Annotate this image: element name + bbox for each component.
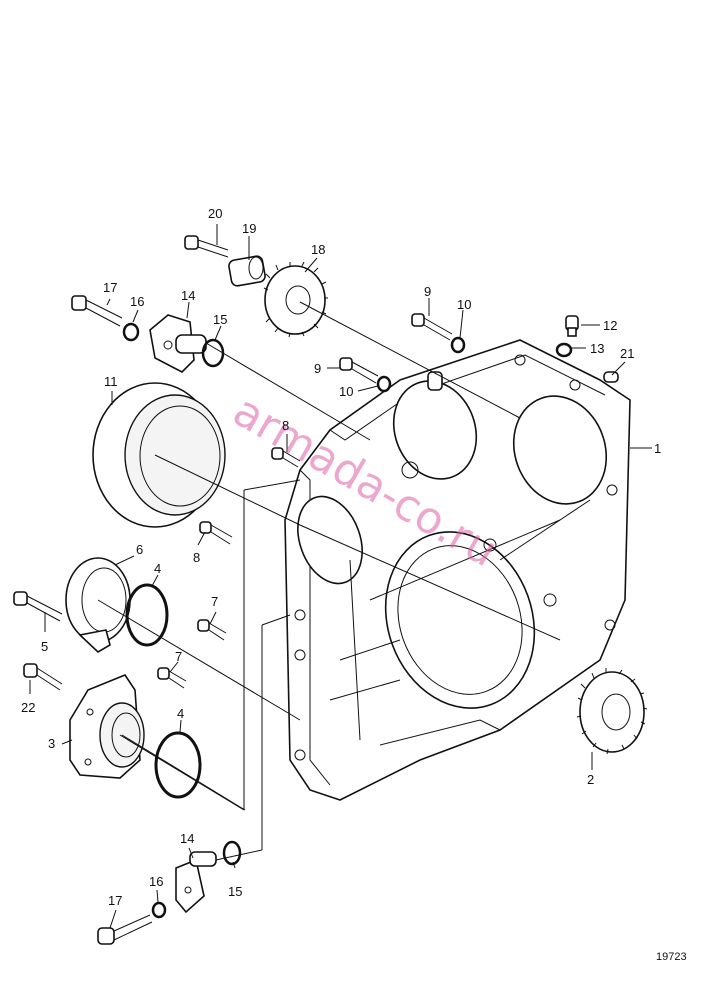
bushing (228, 255, 266, 287)
o-ring-4-lower (154, 731, 202, 799)
bolt-7-upper (197, 619, 227, 641)
callout-11: 11 (104, 374, 118, 389)
bolt-20 (184, 235, 229, 258)
washer-16-upper (122, 322, 140, 342)
washer-16-lower (151, 901, 167, 919)
bolt-7-lower (157, 667, 187, 689)
callout-21: 21 (620, 346, 634, 361)
callout-8-lower: 8 (193, 550, 200, 565)
callout-14-lower: 14 (180, 831, 194, 846)
callout-7-lower: 7 (175, 649, 182, 664)
o-ring-15-upper (201, 338, 225, 368)
bolt-8-upper (271, 447, 301, 468)
timing-cover-housing (284, 339, 631, 801)
idler-gear-small (263, 261, 328, 338)
washer-10-upper (450, 336, 466, 354)
crankshaft-gear (576, 668, 648, 755)
callout-15-lower: 15 (228, 884, 242, 899)
pump-cover-3 (69, 674, 145, 779)
bolt-8-lower (199, 521, 233, 545)
plug-12 (565, 315, 579, 337)
bolts (13, 235, 619, 945)
callout-17-upper: 17 (103, 280, 117, 295)
callout-9-upper: 9 (424, 284, 431, 299)
callout-14-upper: 14 (181, 288, 195, 303)
seal-cover-6 (65, 557, 131, 653)
callout-3: 3 (48, 736, 55, 751)
callout-8-upper: 8 (282, 418, 289, 433)
callout-10-upper: 10 (457, 297, 471, 312)
callout-10-lower: 10 (339, 384, 353, 399)
bolt-9-upper (411, 313, 453, 341)
callout-16-upper: 16 (130, 294, 144, 309)
callout-7-upper: 7 (211, 594, 218, 609)
callout-22: 22 (21, 700, 35, 715)
o-ring-4-upper (125, 583, 169, 647)
callout-13: 13 (590, 341, 604, 356)
callout-9-lower: 9 (314, 361, 321, 376)
bolt-9-lower (339, 357, 379, 384)
washer-10-lower (376, 375, 392, 393)
callout-4-lower: 4 (177, 706, 184, 721)
bolt-5 (13, 591, 63, 622)
callout-labels: 1 2 3 4 4 5 6 7 7 8 8 9 9 10 10 11 12 13… (21, 206, 661, 908)
o-ring-15-lower (222, 840, 242, 866)
callout-2: 2 (587, 772, 594, 787)
callout-1: 1 (654, 441, 661, 456)
callout-19: 19 (242, 221, 256, 236)
pin-21 (603, 371, 619, 383)
washer-13 (555, 342, 573, 358)
callout-18: 18 (311, 242, 325, 257)
leader-lines (29, 224, 652, 929)
bolt-17-upper (71, 295, 123, 327)
bolt-22 (23, 663, 63, 691)
bracket-bottom (175, 851, 217, 914)
callout-15-upper: 15 (213, 312, 227, 327)
bolt-17-lower (97, 914, 153, 945)
callout-4-upper: 4 (154, 561, 161, 576)
callout-17-lower: 17 (108, 893, 122, 908)
callout-16-lower: 16 (149, 874, 163, 889)
reference-number: 19723 (656, 951, 687, 963)
callout-6: 6 (136, 542, 143, 557)
callout-20: 20 (208, 206, 222, 221)
callout-12: 12 (603, 318, 617, 333)
crankshaft-seal-ring (92, 382, 226, 528)
callout-5: 5 (41, 639, 48, 654)
bracket-top (149, 314, 207, 373)
